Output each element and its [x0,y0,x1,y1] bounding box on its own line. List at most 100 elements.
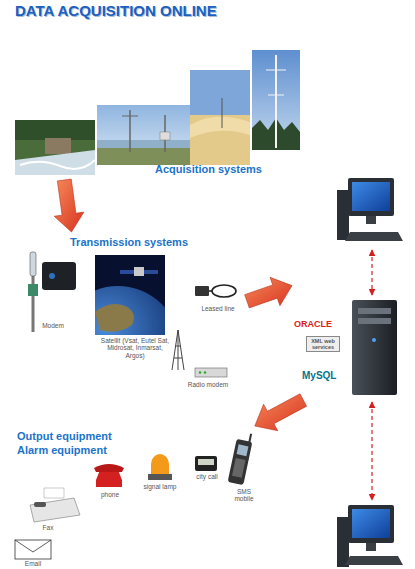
pager-body [195,456,217,471]
fax-icon [30,488,80,522]
monitor [348,178,394,216]
mobile-keys [232,458,246,478]
node-heading: Transmission systems [70,236,188,248]
mobile-screen [237,444,249,456]
cable [212,285,236,297]
crossbar [122,116,138,117]
radio-tower [172,330,227,377]
block-arrow [54,179,84,232]
monitor-stand [366,543,376,551]
signal-lamp-icon [148,454,172,480]
solar-panel [144,270,158,274]
monitor-stand [366,216,376,224]
database-server-group: ORACLE XML web servicesMySQL [292,270,405,400]
ground [97,148,190,165]
mast [222,98,223,128]
fax-paper [44,488,64,498]
envelope [15,540,51,559]
antenna-pole [32,270,35,332]
modem-light [49,273,55,279]
device-caption: Fax [38,524,58,531]
antenna-box [28,284,38,296]
solar-panel [120,270,134,274]
logger-box [160,132,170,140]
sand [190,115,250,165]
fax-handset [34,502,46,507]
mobile-icon [228,431,254,485]
device-caption: Email [16,560,50,567]
crossarm [268,95,284,96]
modem-box [42,262,76,290]
land [95,304,134,332]
device-caption: Modem [38,322,68,329]
satellite-body [134,267,144,276]
desert-photo [190,70,250,165]
computer-bottom [337,505,403,567]
diagram-title: DATA ACQUISITION ONLINE [15,2,217,19]
server-tower [352,300,397,395]
lamp-dome [151,454,169,474]
block-arrow [245,277,292,308]
pager-screen [198,459,214,465]
water-foam [20,160,95,169]
block-arrow [255,394,307,431]
device-caption: SMS mobile [229,488,259,503]
tower-lattice [172,330,184,370]
lamp-base [148,474,172,480]
node-heading: Acquisition systems [155,163,262,175]
photo-sky [97,105,190,165]
email-icon [15,540,51,559]
dashed-link [371,402,372,500]
city-call-icon [195,456,217,471]
node-text: Alarm equipment [17,444,107,456]
photo-frame [15,120,95,175]
device-caption: Leased line [198,305,238,312]
envelope-flap [15,540,51,552]
keyboard [345,556,403,565]
leased-line-icon [195,285,236,297]
computer-top [337,178,403,241]
device-caption: city call [192,473,222,480]
fax-body [30,498,80,522]
dashed-link [371,250,372,295]
photo-sky [252,50,300,150]
cable [209,290,212,292]
photo-sky [190,70,250,165]
screen [352,509,390,538]
led [204,371,206,373]
pc-tower [337,190,349,240]
mast-photo [252,50,300,150]
antenna [30,252,36,276]
drive-bay [358,308,391,314]
crossarm [266,70,286,71]
device-caption: phone [96,491,124,498]
output-alarm-group: Output equipmentAlarm equipment [10,426,265,566]
acquisition-group: Acquisition systems [15,48,305,180]
mobile-body [228,439,253,485]
node-text: MySQL [302,370,336,381]
device-caption: Satellit (Vsat, Eutel Sat, Midrosat, Inm… [98,337,172,359]
drive-bay [358,318,391,324]
phone-icon [94,464,124,487]
lake [97,140,190,148]
device-caption: Radio modem [186,381,230,388]
dune [190,117,250,138]
globe [95,286,165,335]
screen [352,182,390,211]
river-water [15,150,95,175]
server-case [352,300,397,395]
mast [275,55,277,148]
modem-icon [28,252,76,332]
station-photo [97,105,190,165]
power-light [372,338,376,342]
phone-handset [94,464,124,472]
node-heading: ORACLE [294,320,332,330]
device-caption: signal lamp [142,483,178,490]
river-photo [15,120,95,175]
satellite-picture [95,255,165,335]
node-text: XML web services [306,336,340,352]
